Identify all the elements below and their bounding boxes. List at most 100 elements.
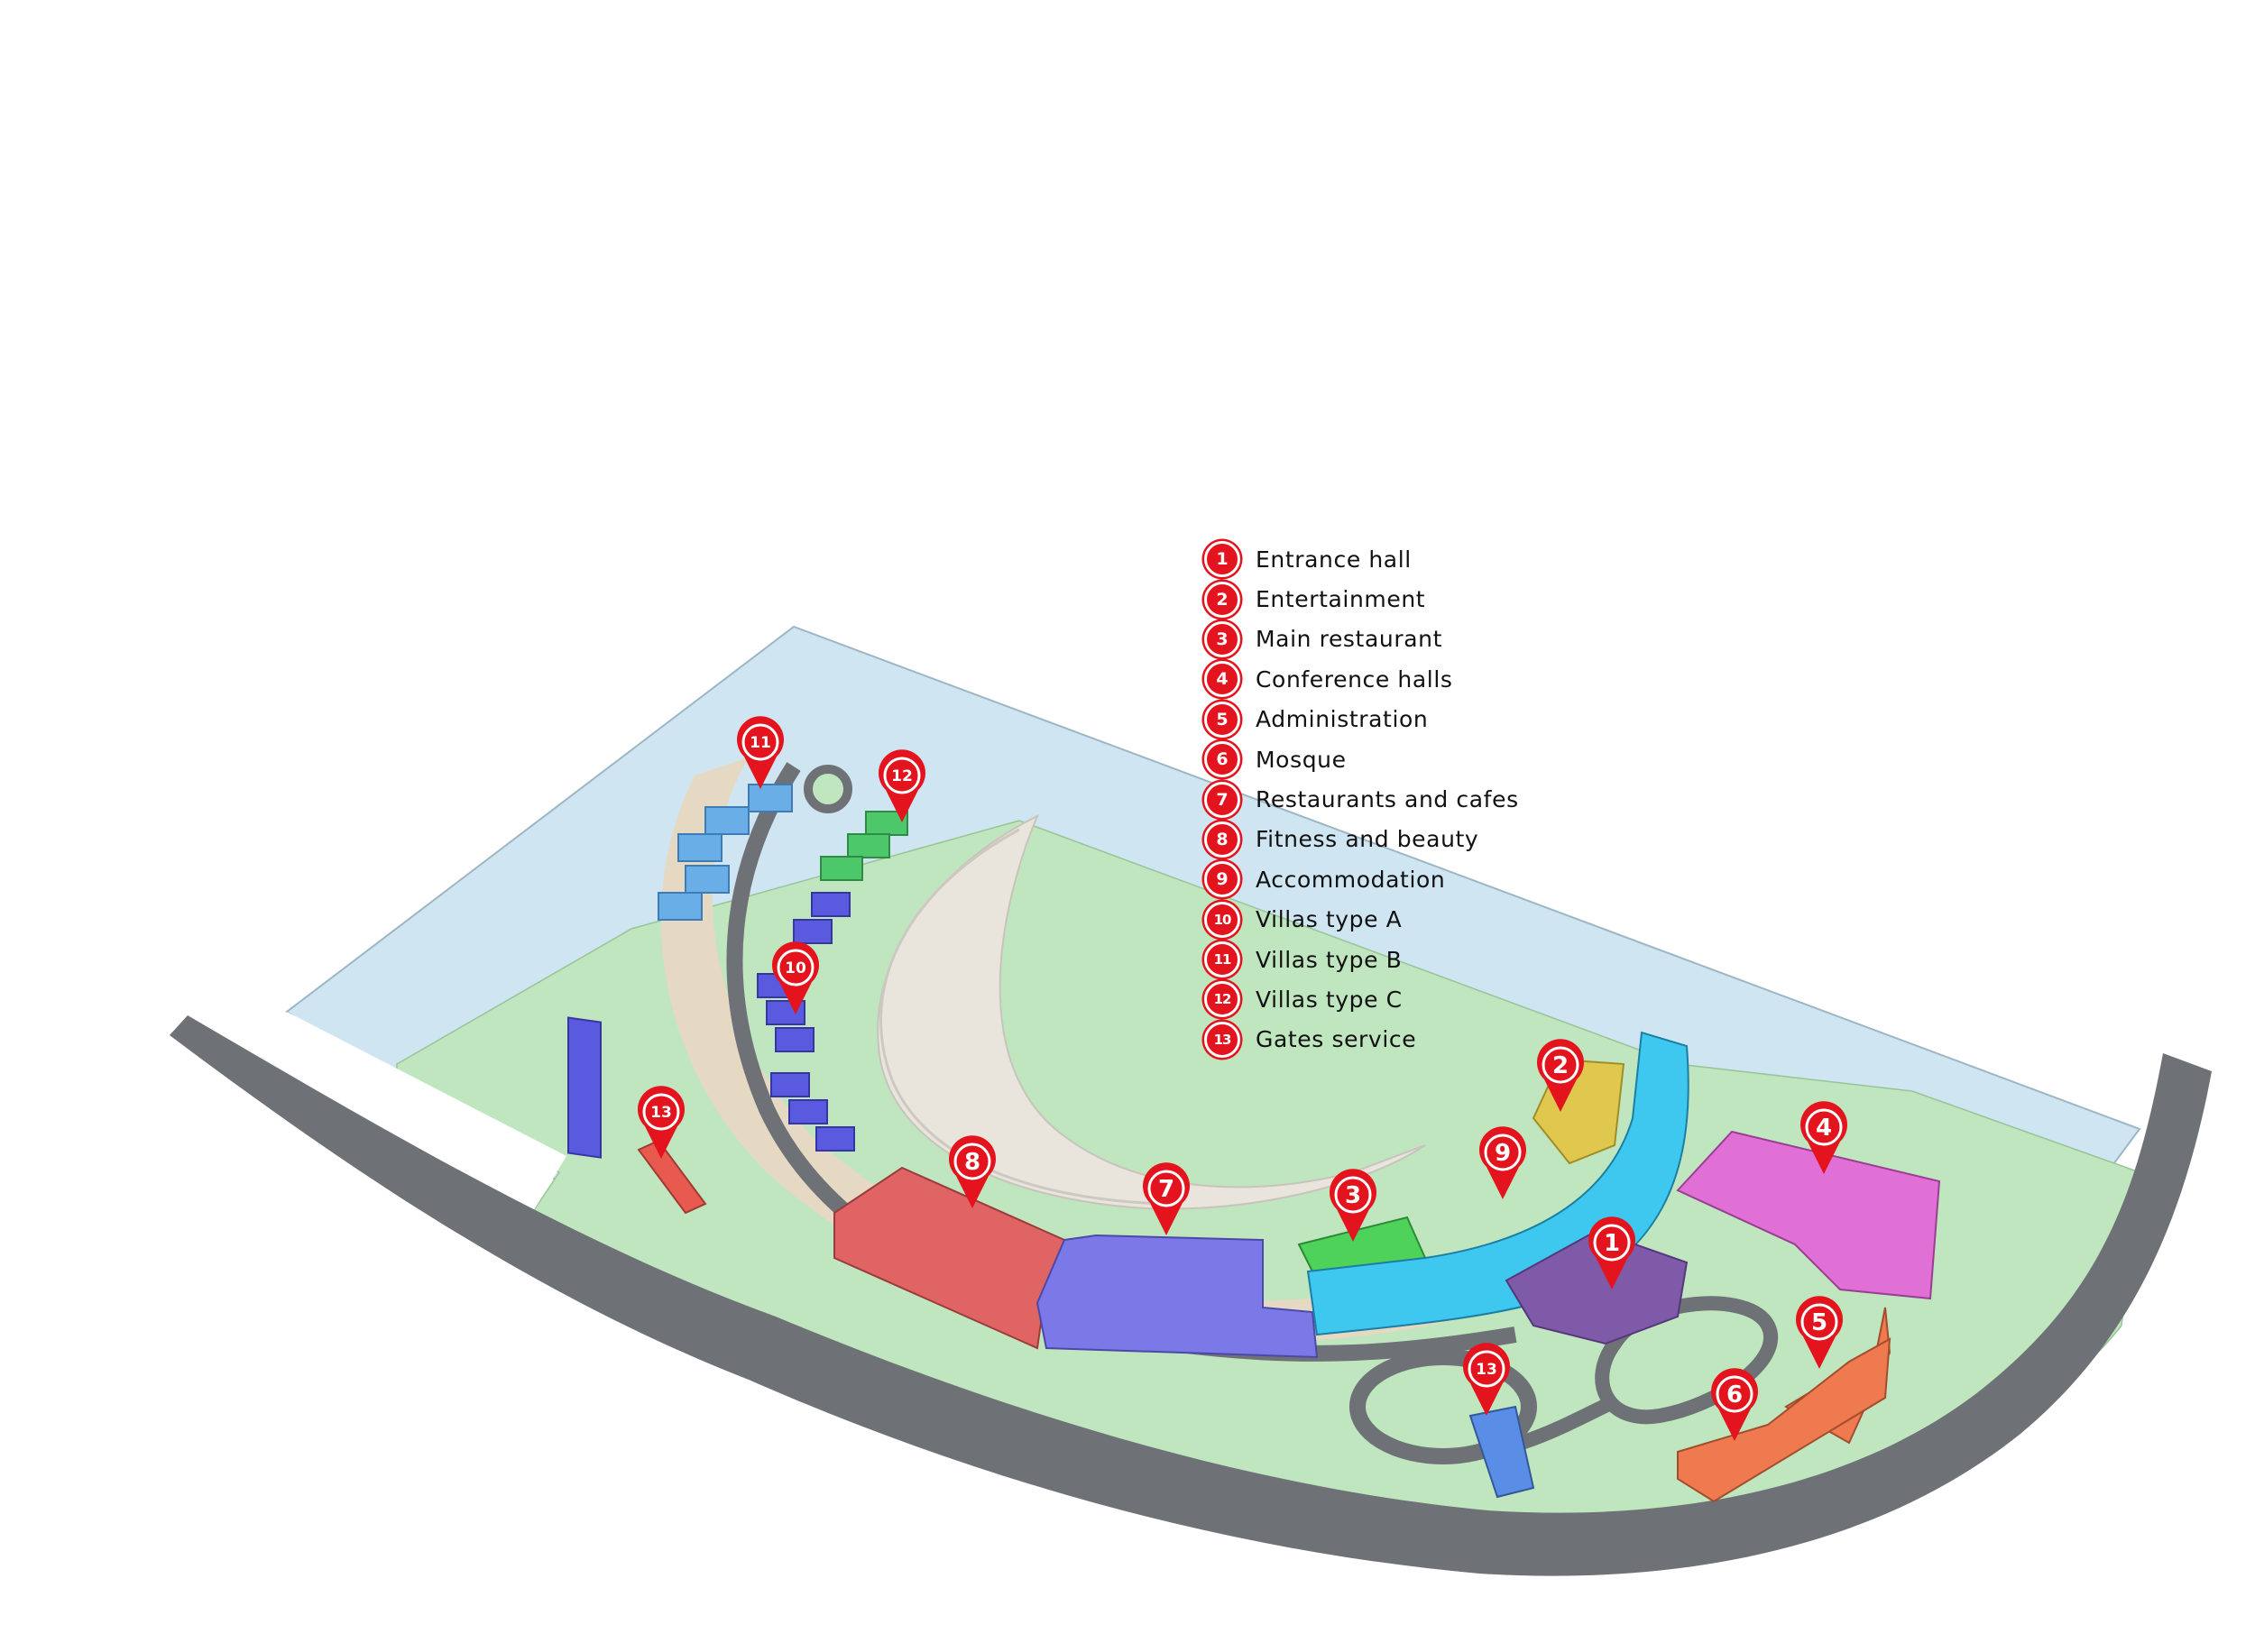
legend-label: Conference halls [1256, 665, 1453, 693]
legend-badge: 5 [1204, 701, 1240, 738]
legend-badge: 3 [1204, 620, 1240, 657]
legend-item-gates-service: 13 Gates service [1204, 1020, 1673, 1060]
legend-item-conference-halls: 4 Conference halls [1204, 659, 1673, 699]
map-pin-ring [1800, 1303, 1838, 1341]
map-pin-ring [1542, 1046, 1579, 1084]
legend-badge: 2 [1204, 581, 1240, 618]
legend-label: Gates service [1256, 1026, 1417, 1053]
map-pin-conference-halls[interactable]: 4 [1800, 1101, 1847, 1174]
legend-item-accommodation: 9 Accommodation [1204, 859, 1673, 899]
map-pin-icon [772, 941, 820, 1014]
legend-item-restaurants-and-cafes: 7 Restaurants and cafes [1204, 779, 1673, 819]
legend-badge: 1 [1204, 541, 1240, 578]
map-pin-gates-service-west[interactable]: 13 [638, 1086, 686, 1159]
beach-sand [877, 813, 1426, 1210]
map-pin-restaurants-and-cafes[interactable]: 7 [1143, 1162, 1190, 1235]
legend-label: Accommodation [1256, 866, 1446, 893]
legend-badge: 4 [1204, 661, 1240, 698]
map-pin-accommodation[interactable]: 9 [1479, 1126, 1527, 1199]
map-pin-icon [949, 1135, 997, 1208]
villas-type-a [567, 892, 855, 1159]
map-pin-main-restaurant[interactable]: 3 [1330, 1169, 1376, 1242]
map-pin-gates-service-south[interactable]: 13 [1463, 1343, 1510, 1416]
map-pin-icon [1588, 1216, 1635, 1289]
legend-item-mosque: 6 Mosque [1204, 739, 1673, 779]
legend-item-fitness-and-beauty: 8 Fitness and beauty [1204, 820, 1673, 859]
map-pin-icon [1479, 1126, 1527, 1199]
map-pin-icon [879, 749, 926, 822]
legend-item-entrance-hall: 1 Entrance hall [1204, 539, 1673, 579]
legend-badge: 11 [1204, 941, 1240, 978]
legend-item-villas-type-c: 12 Villas type C [1204, 979, 1673, 1019]
map-pin-number: 2 [1552, 1052, 1569, 1079]
map-pin-ring [741, 723, 779, 761]
map-pin-ring [1716, 1375, 1753, 1413]
map-pin-number: 5 [1811, 1309, 1827, 1336]
legend-badge: 8 [1204, 821, 1240, 858]
map-pin-ring [777, 949, 815, 987]
main-highway [170, 1015, 2212, 1576]
legend-label: Fitness and beauty [1256, 826, 1479, 853]
legend-label: Administration [1256, 706, 1429, 733]
map-pin-ring [953, 1143, 991, 1180]
map-pin-villas-type-a[interactable]: 10 [772, 941, 820, 1014]
legend-label: Entertainment [1256, 586, 1426, 613]
map-pin-number: 6 [1726, 1381, 1743, 1409]
legend-item-entertainment: 2 Entertainment [1204, 579, 1673, 619]
map-pin-number: 9 [1495, 1140, 1511, 1167]
map-pin-icon [1537, 1039, 1585, 1112]
beach-inner [879, 828, 1164, 1206]
map-pin-ring [1334, 1176, 1372, 1214]
map-pin-entrance-hall[interactable]: 1 [1588, 1216, 1635, 1289]
legend-label: Mosque [1256, 746, 1347, 773]
map-pin-icon [638, 1086, 686, 1159]
gates-service-west [637, 1139, 707, 1215]
conference-halls [1676, 1130, 1941, 1300]
legend-label: Entrance hall [1256, 546, 1412, 573]
map-pin-number: 7 [1158, 1176, 1174, 1203]
map-pin-mosque[interactable]: 6 [1710, 1368, 1759, 1441]
legend-label: Main restaurant [1256, 626, 1442, 653]
map-pin-number: 3 [1345, 1182, 1361, 1209]
map-pin-icon [1800, 1101, 1847, 1174]
map-pin-number: 13 [650, 1104, 672, 1122]
legend-badge: 10 [1204, 901, 1240, 938]
map-pin-number: 4 [1816, 1115, 1832, 1142]
map-pin-ring [1593, 1224, 1631, 1262]
map-pin-number: 10 [785, 959, 806, 977]
map-pin-villas-type-c[interactable]: 12 [879, 749, 926, 822]
map-pin-ring [883, 757, 921, 794]
map-pin-ring [1805, 1108, 1843, 1146]
map-pin-icon [1796, 1296, 1843, 1369]
map-pin-villas-type-b[interactable]: 11 [737, 716, 785, 789]
map-pin-icon [1463, 1343, 1510, 1416]
map-pin-number: 13 [1476, 1361, 1497, 1379]
legend-label: Villas type A [1256, 906, 1403, 933]
mosque [1677, 1337, 1891, 1503]
map-pin-number: 8 [964, 1149, 980, 1176]
map-pin-ring [1484, 1133, 1522, 1171]
map-pin-number: 1 [1604, 1230, 1620, 1257]
empty-lot [287, 1012, 566, 1213]
map-pin-fitness-and-beauty[interactable]: 8 [949, 1135, 997, 1208]
map-pin-ring [642, 1093, 680, 1131]
villas-type-c [820, 811, 908, 881]
map-pin-icon [1710, 1368, 1759, 1441]
map-pin-icon [1143, 1162, 1190, 1235]
map-pin-icon [1330, 1169, 1376, 1242]
legend-label: Restaurants and cafes [1256, 786, 1519, 813]
roundabout-north [804, 765, 852, 813]
map-pin-ring [1468, 1350, 1505, 1388]
legend-label: Villas type C [1256, 986, 1403, 1013]
map-pin-number: 12 [891, 767, 913, 785]
map-pin-icon [737, 716, 785, 789]
restaurants-and-cafes [1035, 1234, 1319, 1359]
legend-badge: 13 [1204, 1021, 1240, 1058]
map-pin-entertainment[interactable]: 2 [1537, 1039, 1585, 1112]
legend: 1 Entrance hall 2 Entertainment 3 Main r… [1204, 539, 1673, 1060]
legend-badge: 7 [1204, 781, 1240, 818]
legend-badge: 6 [1204, 741, 1240, 778]
map-pin-administration[interactable]: 5 [1796, 1296, 1843, 1369]
